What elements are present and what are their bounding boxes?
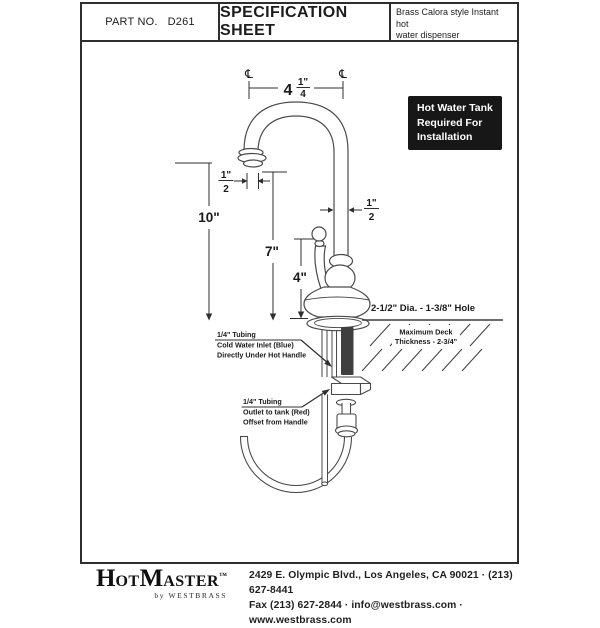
- tank-note-line2: Required For: [417, 116, 483, 129]
- brand-letters-ot: OT: [115, 573, 140, 590]
- brand-wordmark: HOTMASTER™: [96, 566, 227, 591]
- tank-note-line1: Hot Water Tank: [417, 102, 493, 114]
- dim-tip-offset-arrow-right: [242, 178, 248, 184]
- dim-spout-height-label: 7": [265, 244, 279, 259]
- product-description-line2: water dispenser: [396, 30, 460, 41]
- trademark-symbol: ™: [219, 571, 228, 580]
- dim-handle-height-label: 4": [293, 270, 307, 285]
- handle-knob: [311, 226, 327, 242]
- deck-note-line2: Thickness - 2-3/4": [395, 337, 457, 346]
- title-block: PART NO. D261 SPECIFICATION SHEET Brass …: [82, 4, 517, 42]
- body-bell-base: [303, 286, 371, 318]
- mounting-clamp: [330, 376, 372, 396]
- dim-overall-height-lines: [175, 162, 212, 319]
- centerline-symbol-right: ℄: [338, 67, 347, 81]
- dim-overall-height-label: 10": [198, 210, 219, 225]
- hotmaster-logo: HOTMASTER™ by WESTBRASS: [80, 566, 227, 600]
- deck-flange-inner: [314, 317, 362, 329]
- dim-tip-den: 2: [223, 184, 229, 195]
- dim-spout-height-lines: [262, 171, 287, 319]
- hot-water-tank-note: Hot Water Tank Required For Installation: [408, 96, 502, 150]
- supply-tubes: [321, 330, 337, 377]
- dim-tip-offset-arrow-left: [257, 178, 263, 184]
- dim-tube-dia-arrow-left: [348, 207, 354, 213]
- address-line1: 2429 E. Olympic Blvd., Los Angeles, CA 9…: [249, 570, 513, 596]
- callout-outlet-arrowhead: [321, 389, 330, 396]
- dim-tube-dia-arrow-right: [328, 207, 334, 213]
- callout-outlet-line3: Offset from Handle: [243, 418, 308, 427]
- dim-spread-denominator: 4: [300, 89, 306, 100]
- sheet-title: SPECIFICATION SHEET: [220, 4, 391, 40]
- dim-handle-height-arrow: [297, 311, 305, 319]
- product-description-line1: Brass Calora style Instant hot: [396, 7, 499, 29]
- brand-byline: by WESTBRASS: [154, 591, 228, 600]
- deck-note-line1: Maximum Deck: [399, 328, 453, 337]
- dim-spread-numerator: 1": [298, 77, 309, 88]
- faucet-body: [303, 253, 371, 332]
- straight-tube: [321, 394, 329, 487]
- callout-cold-inlet: 1/4" Tubing Cold Water Inlet (Blue) Dire…: [215, 330, 332, 367]
- product-description: Brass Calora style Instant hot water dis…: [391, 4, 517, 40]
- callout-cold-line2: Cold Water Inlet (Blue): [217, 341, 294, 350]
- tank-note-line3: Installation: [417, 131, 473, 144]
- brand-letter-h: H: [96, 565, 116, 592]
- faucet-technical-drawing: ℄ ℄ 4 1" 4 10" 7" 4" 1" 2: [175, 67, 503, 493]
- sheet-border: PART NO. D261 SPECIFICATION SHEET Brass …: [80, 2, 519, 564]
- address-line2: Fax (213) 627-2844 · info@westbrass.com …: [249, 600, 463, 626]
- dim-tube-dia-lines: [320, 208, 379, 211]
- dim-tube-den: 2: [369, 212, 375, 223]
- callout-outlet-line1: 1/4" Tubing: [243, 397, 282, 406]
- brand-letters-aster: ASTER: [163, 573, 220, 590]
- threaded-shank: [341, 327, 354, 375]
- gooseneck-spout: [237, 101, 349, 258]
- callout-outlet: 1/4" Tubing Outlet to tank (Red) Offset …: [241, 389, 330, 427]
- callout-outlet-line2: Outlet to tank (Red): [243, 408, 310, 417]
- spout-tip-cap: [242, 159, 264, 168]
- callout-cold-line3: Directly Under Hot Handle: [217, 351, 306, 360]
- company-address: 2429 E. Olympic Blvd., Los Angeles, CA 9…: [249, 566, 518, 628]
- dim-tip-num: 1": [221, 170, 232, 181]
- callout-cold-arrowhead: [324, 359, 332, 367]
- top-spread-dimension: [248, 81, 344, 99]
- hole-size-note: 2-1/2" Dia. - 1-3/8" Hole: [371, 303, 475, 314]
- dim-spread-whole: 4: [284, 82, 293, 99]
- curved-outlet-tube: [239, 435, 353, 493]
- footer: HOTMASTER™ by WESTBRASS 2429 E. Olympic …: [80, 566, 518, 628]
- part-number-label: PART NO.: [105, 16, 158, 28]
- brand-letter-m: M: [139, 565, 164, 592]
- centerline-symbol-left: ℄: [244, 67, 253, 81]
- dim-spout-height-arrow: [269, 313, 277, 321]
- spec-sheet-page: { "header": { "part_label": "PART NO.", …: [80, 2, 519, 626]
- callout-cold-line1: 1/4" Tubing: [217, 330, 256, 339]
- dim-tube-num: 1": [366, 198, 377, 209]
- deck-note-backing: [392, 325, 460, 346]
- dim-overall-height-arrow: [205, 313, 213, 321]
- part-number-cell: PART NO. D261: [82, 4, 220, 40]
- tank-fitting: [334, 398, 359, 438]
- part-number-value: D261: [167, 16, 195, 28]
- body-bell-band: [304, 296, 370, 301]
